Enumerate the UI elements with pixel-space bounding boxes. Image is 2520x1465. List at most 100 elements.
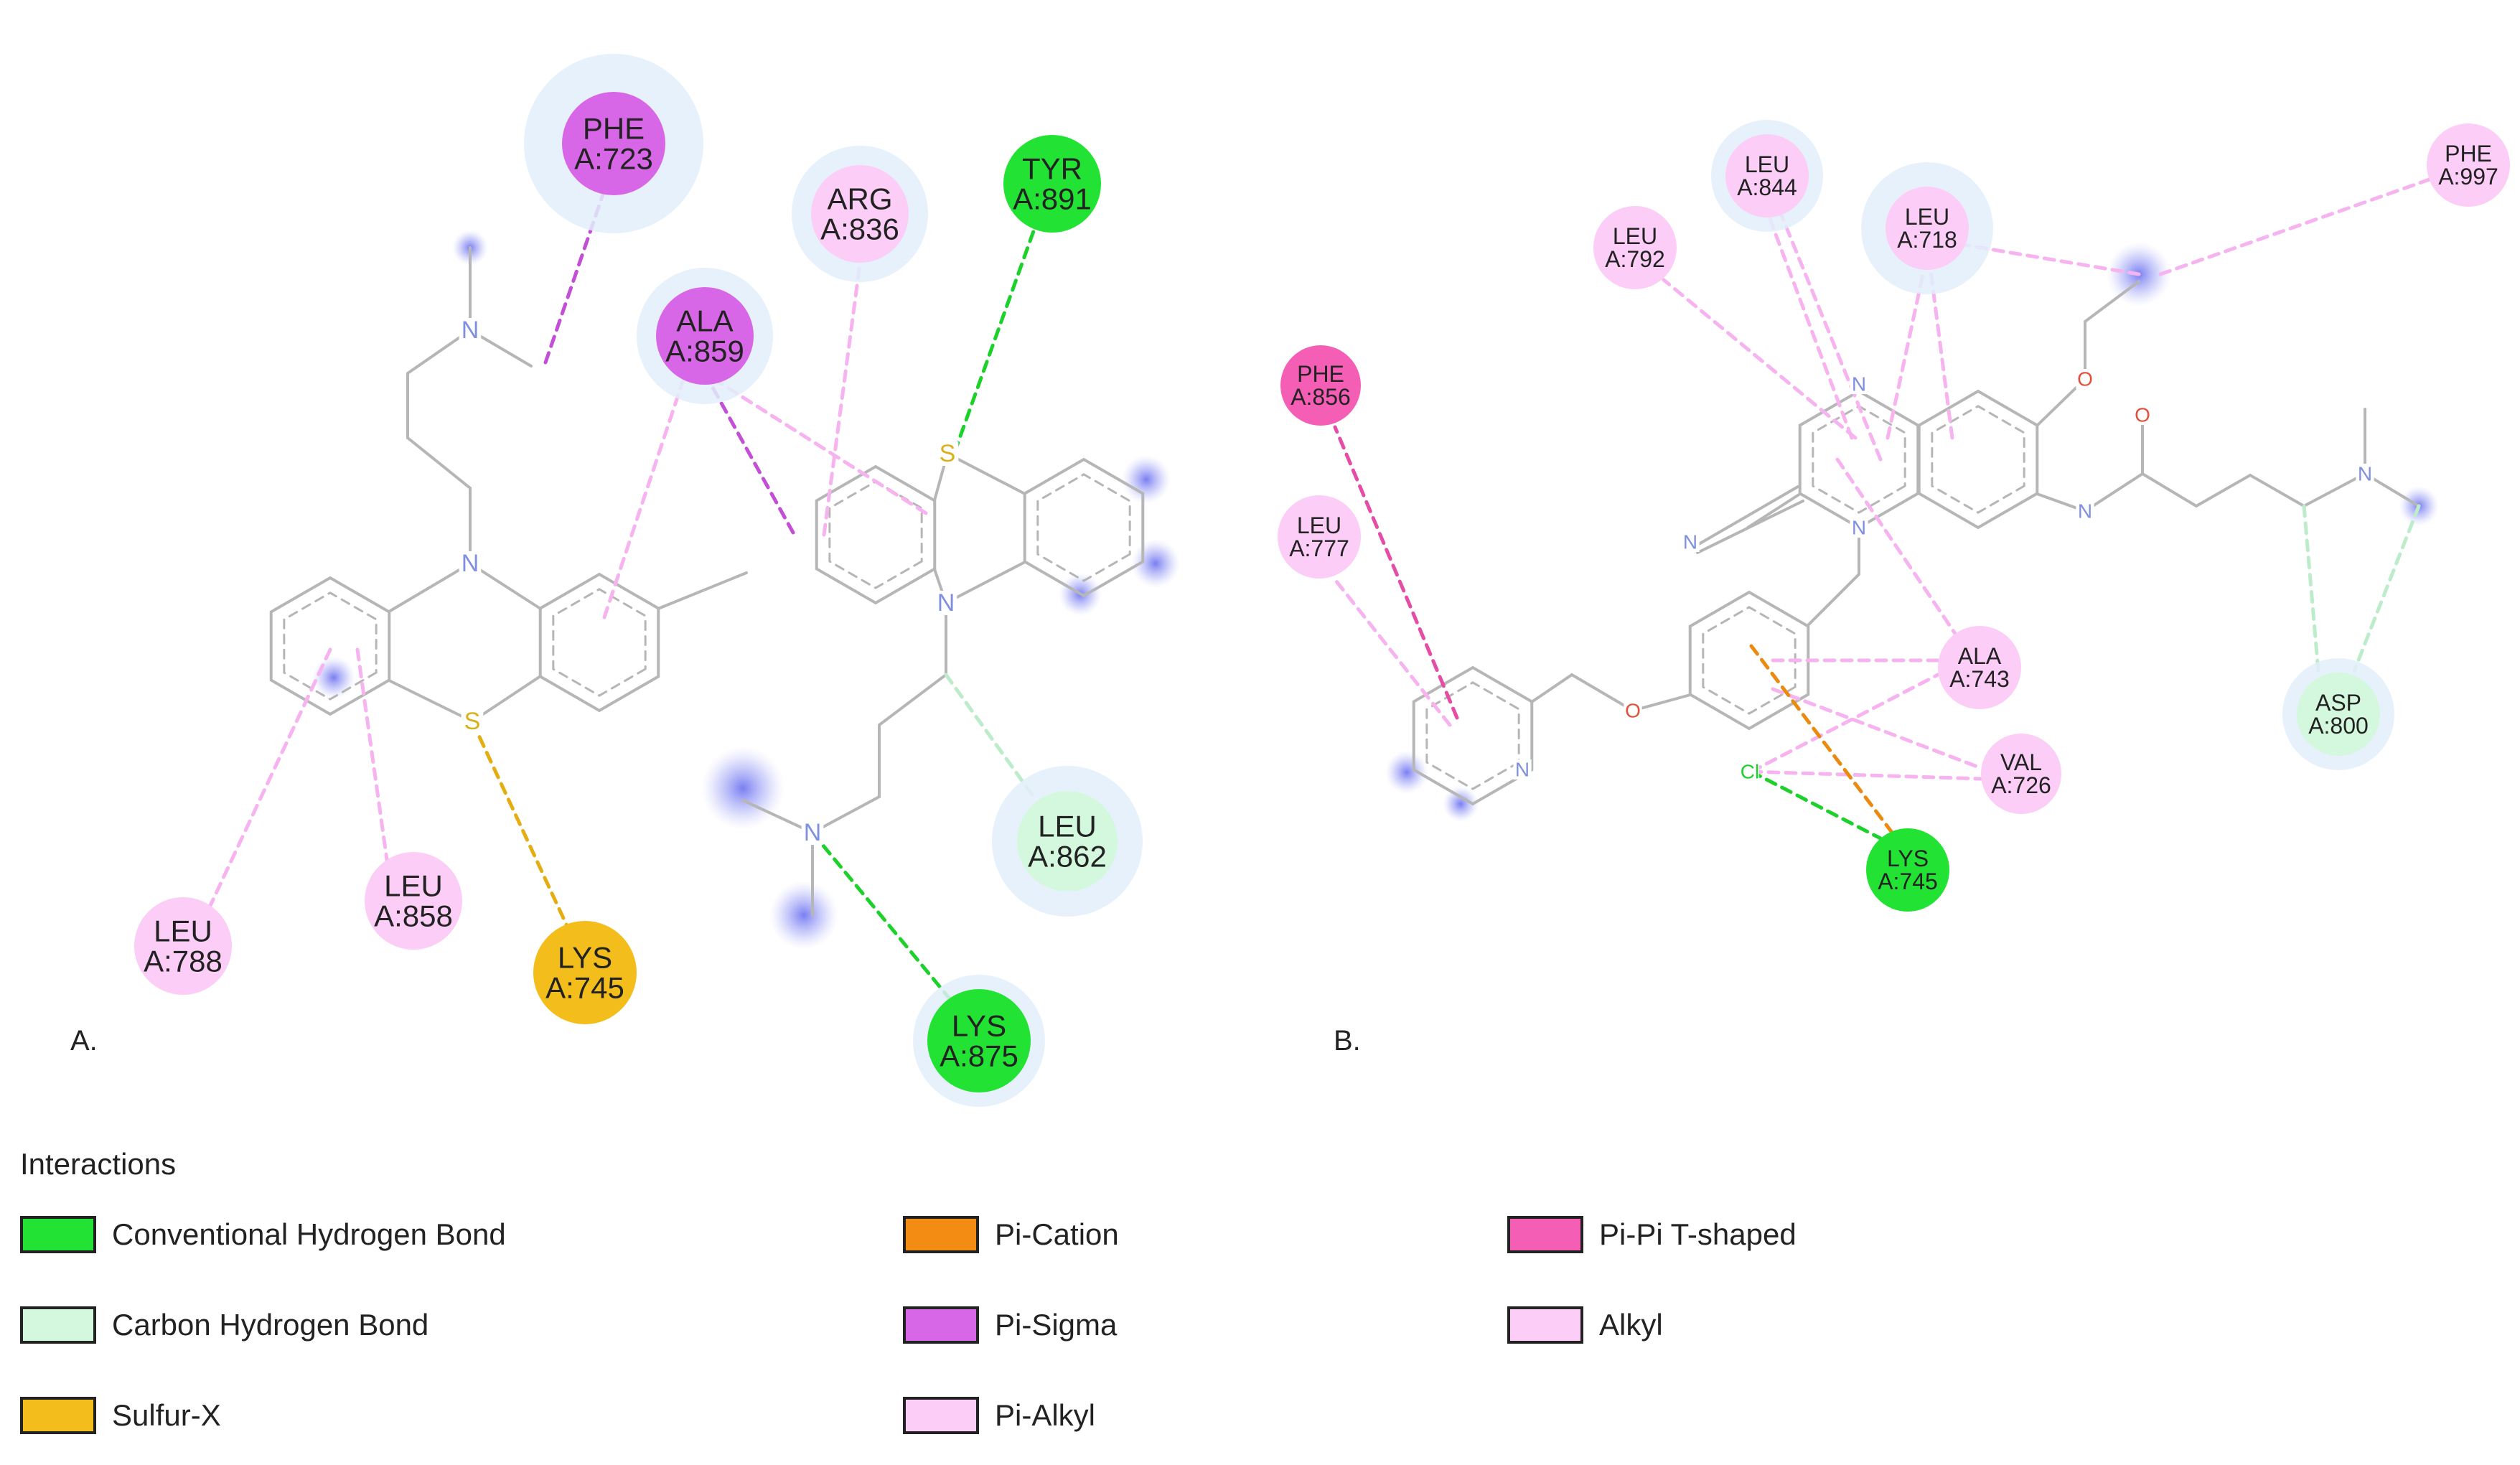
ring-a2	[538, 572, 660, 713]
residue-b-6-name: ALA	[1958, 643, 2002, 669]
biaryl-bond	[657, 571, 748, 610]
ring-b3	[1688, 590, 1810, 731]
legend-label: Pi-Alkyl	[995, 1398, 1096, 1432]
atom-b-o3: O	[2135, 403, 2150, 426]
interaction-a-3	[703, 371, 795, 535]
residue-b-3-name: LEU	[1613, 223, 1657, 249]
solvent-halo	[701, 746, 784, 830]
legend-item: Pi-Pi T-shaped	[1507, 1213, 1797, 1256]
atom-a-n2: N	[937, 589, 955, 617]
interaction-b-3	[1662, 278, 1858, 440]
atom-b-o3-bg	[2133, 405, 2152, 425]
residue-b-8-name: ASP	[2315, 690, 2361, 716]
residue-b-5-name: LEU	[1297, 512, 1341, 538]
residue-b-1-name: LEU	[1905, 204, 1949, 230]
ring-b4-aromatic	[1425, 681, 1520, 790]
nitrile-b	[1692, 485, 1804, 554]
residue-b-2-id: A:997	[2438, 164, 2498, 189]
atom-a-s2: S	[940, 440, 956, 467]
atom-b-n3: N	[1683, 530, 1697, 553]
interaction-a-2	[952, 229, 1036, 454]
legend-swatch	[1507, 1216, 1583, 1253]
residue-a-7-id: A:745	[545, 971, 624, 1005]
residue-b-3-circle	[1593, 206, 1677, 289]
atom-a-n2-bg	[935, 591, 957, 615]
residue-a-5-id: A:858	[374, 899, 453, 933]
interaction-b-0	[1768, 217, 1854, 440]
legend-label: Carbon Hydrogen Bond	[112, 1308, 429, 1342]
residue-a-4-name: LEU	[1038, 810, 1097, 843]
ethoxy-b	[2036, 280, 2140, 427]
atom-b-n4: N	[1515, 758, 1530, 780]
atom-b-n5-bg	[2076, 501, 2094, 521]
solvent-halos	[312, 230, 2439, 950]
residue-b-7-id: A:726	[1991, 772, 2051, 798]
ring-a1-aromatic	[283, 591, 378, 701]
interaction-b-5	[1331, 576, 1452, 727]
panel-b-label: B.	[1334, 1025, 1361, 1057]
solvent-halo	[769, 881, 838, 950]
ring-a3-aromatic	[828, 480, 923, 589]
residue-a-0-circle	[562, 92, 665, 195]
residue-a-6-circle	[134, 897, 232, 995]
interaction-a-ala859-2	[703, 371, 928, 515]
ether-link-b	[1530, 673, 1692, 713]
acrylamide-b	[2036, 408, 2420, 513]
interaction-b-8	[2302, 504, 2320, 673]
atom-b-cl-bg	[1741, 762, 1759, 782]
interaction-b-ala743-3	[1749, 673, 1940, 774]
residue-b-4-name: PHE	[1297, 361, 1344, 387]
interaction-b-7	[1771, 687, 1983, 770]
interaction-b-1	[1886, 269, 1926, 440]
residue-a-1-name: ARG	[827, 182, 892, 216]
residue-b-3-id: A:792	[1605, 246, 1665, 272]
residue-a-3-circle	[656, 287, 754, 385]
atom-b-n4-bg	[1513, 759, 1532, 780]
residue-a-0-name: PHE	[583, 112, 645, 146]
atom-b-n6: N	[2358, 462, 2372, 485]
residue-b-1-circle	[1886, 187, 1969, 270]
legend-label: Pi-Sigma	[995, 1308, 1118, 1342]
legend-swatch	[903, 1397, 979, 1434]
interaction-b-val726-2	[1749, 769, 1983, 781]
residue-b-9-circle	[1866, 828, 1949, 912]
residue-nodes: PHEA:723ARGA:836TYRA:891ALAA:859LEUA:862…	[134, 54, 2510, 1107]
aniline-link-b	[1807, 526, 1860, 626]
legend-swatch	[903, 1216, 979, 1253]
legend-label: Conventional Hydrogen Bond	[112, 1217, 506, 1251]
residue-b-5-circle	[1278, 495, 1361, 579]
residue-a-1-id: A:836	[820, 212, 899, 246]
legend-item: Alkyl	[1507, 1303, 1663, 1347]
residue-a-3-id: A:859	[665, 334, 744, 368]
residue-b-2-circle	[2427, 123, 2510, 207]
atom-a-n1-bg	[459, 551, 482, 576]
residue-b-0-name: LEU	[1745, 151, 1789, 177]
atom-b-o1: O	[1625, 699, 1641, 721]
solvent-halo	[1122, 455, 1171, 504]
interaction-a-5	[355, 647, 390, 867]
legend-item: Carbon Hydrogen Bond	[20, 1303, 428, 1347]
residue-a-6-id: A:788	[144, 945, 223, 978]
residue-b-9-name: LYS	[1887, 846, 1929, 871]
residue-a-8-name: LYS	[952, 1009, 1006, 1043]
interaction-b-leu718-phe	[1957, 242, 2141, 276]
atom-a-s1: S	[464, 708, 481, 735]
legend-item: Sulfur-X	[20, 1394, 221, 1437]
legend-swatch	[20, 1216, 96, 1253]
atom-b-n1: N	[1852, 516, 1866, 538]
interaction-b-leu718-2	[1929, 269, 1954, 440]
residue-b-4-id: A:856	[1291, 384, 1351, 410]
atom-a-n3: N	[462, 317, 479, 344]
interaction-b-2	[2158, 177, 2432, 276]
legend-label: Pi-Cation	[995, 1217, 1119, 1251]
atom-b-n5: N	[2078, 500, 2092, 522]
legend-item: Pi-Alkyl	[903, 1394, 1095, 1437]
legend-swatch	[20, 1306, 96, 1344]
residue-b-6-circle	[1938, 626, 2021, 709]
residue-b-8-id: A:800	[2308, 713, 2369, 739]
residue-a-6-name: LEU	[154, 914, 212, 948]
interaction-b-leu844-2	[1771, 192, 1883, 462]
residue-b-4-circle	[1280, 345, 1361, 426]
atom-a-s1-bg	[461, 709, 484, 734]
interaction-lines	[206, 177, 2432, 1000]
